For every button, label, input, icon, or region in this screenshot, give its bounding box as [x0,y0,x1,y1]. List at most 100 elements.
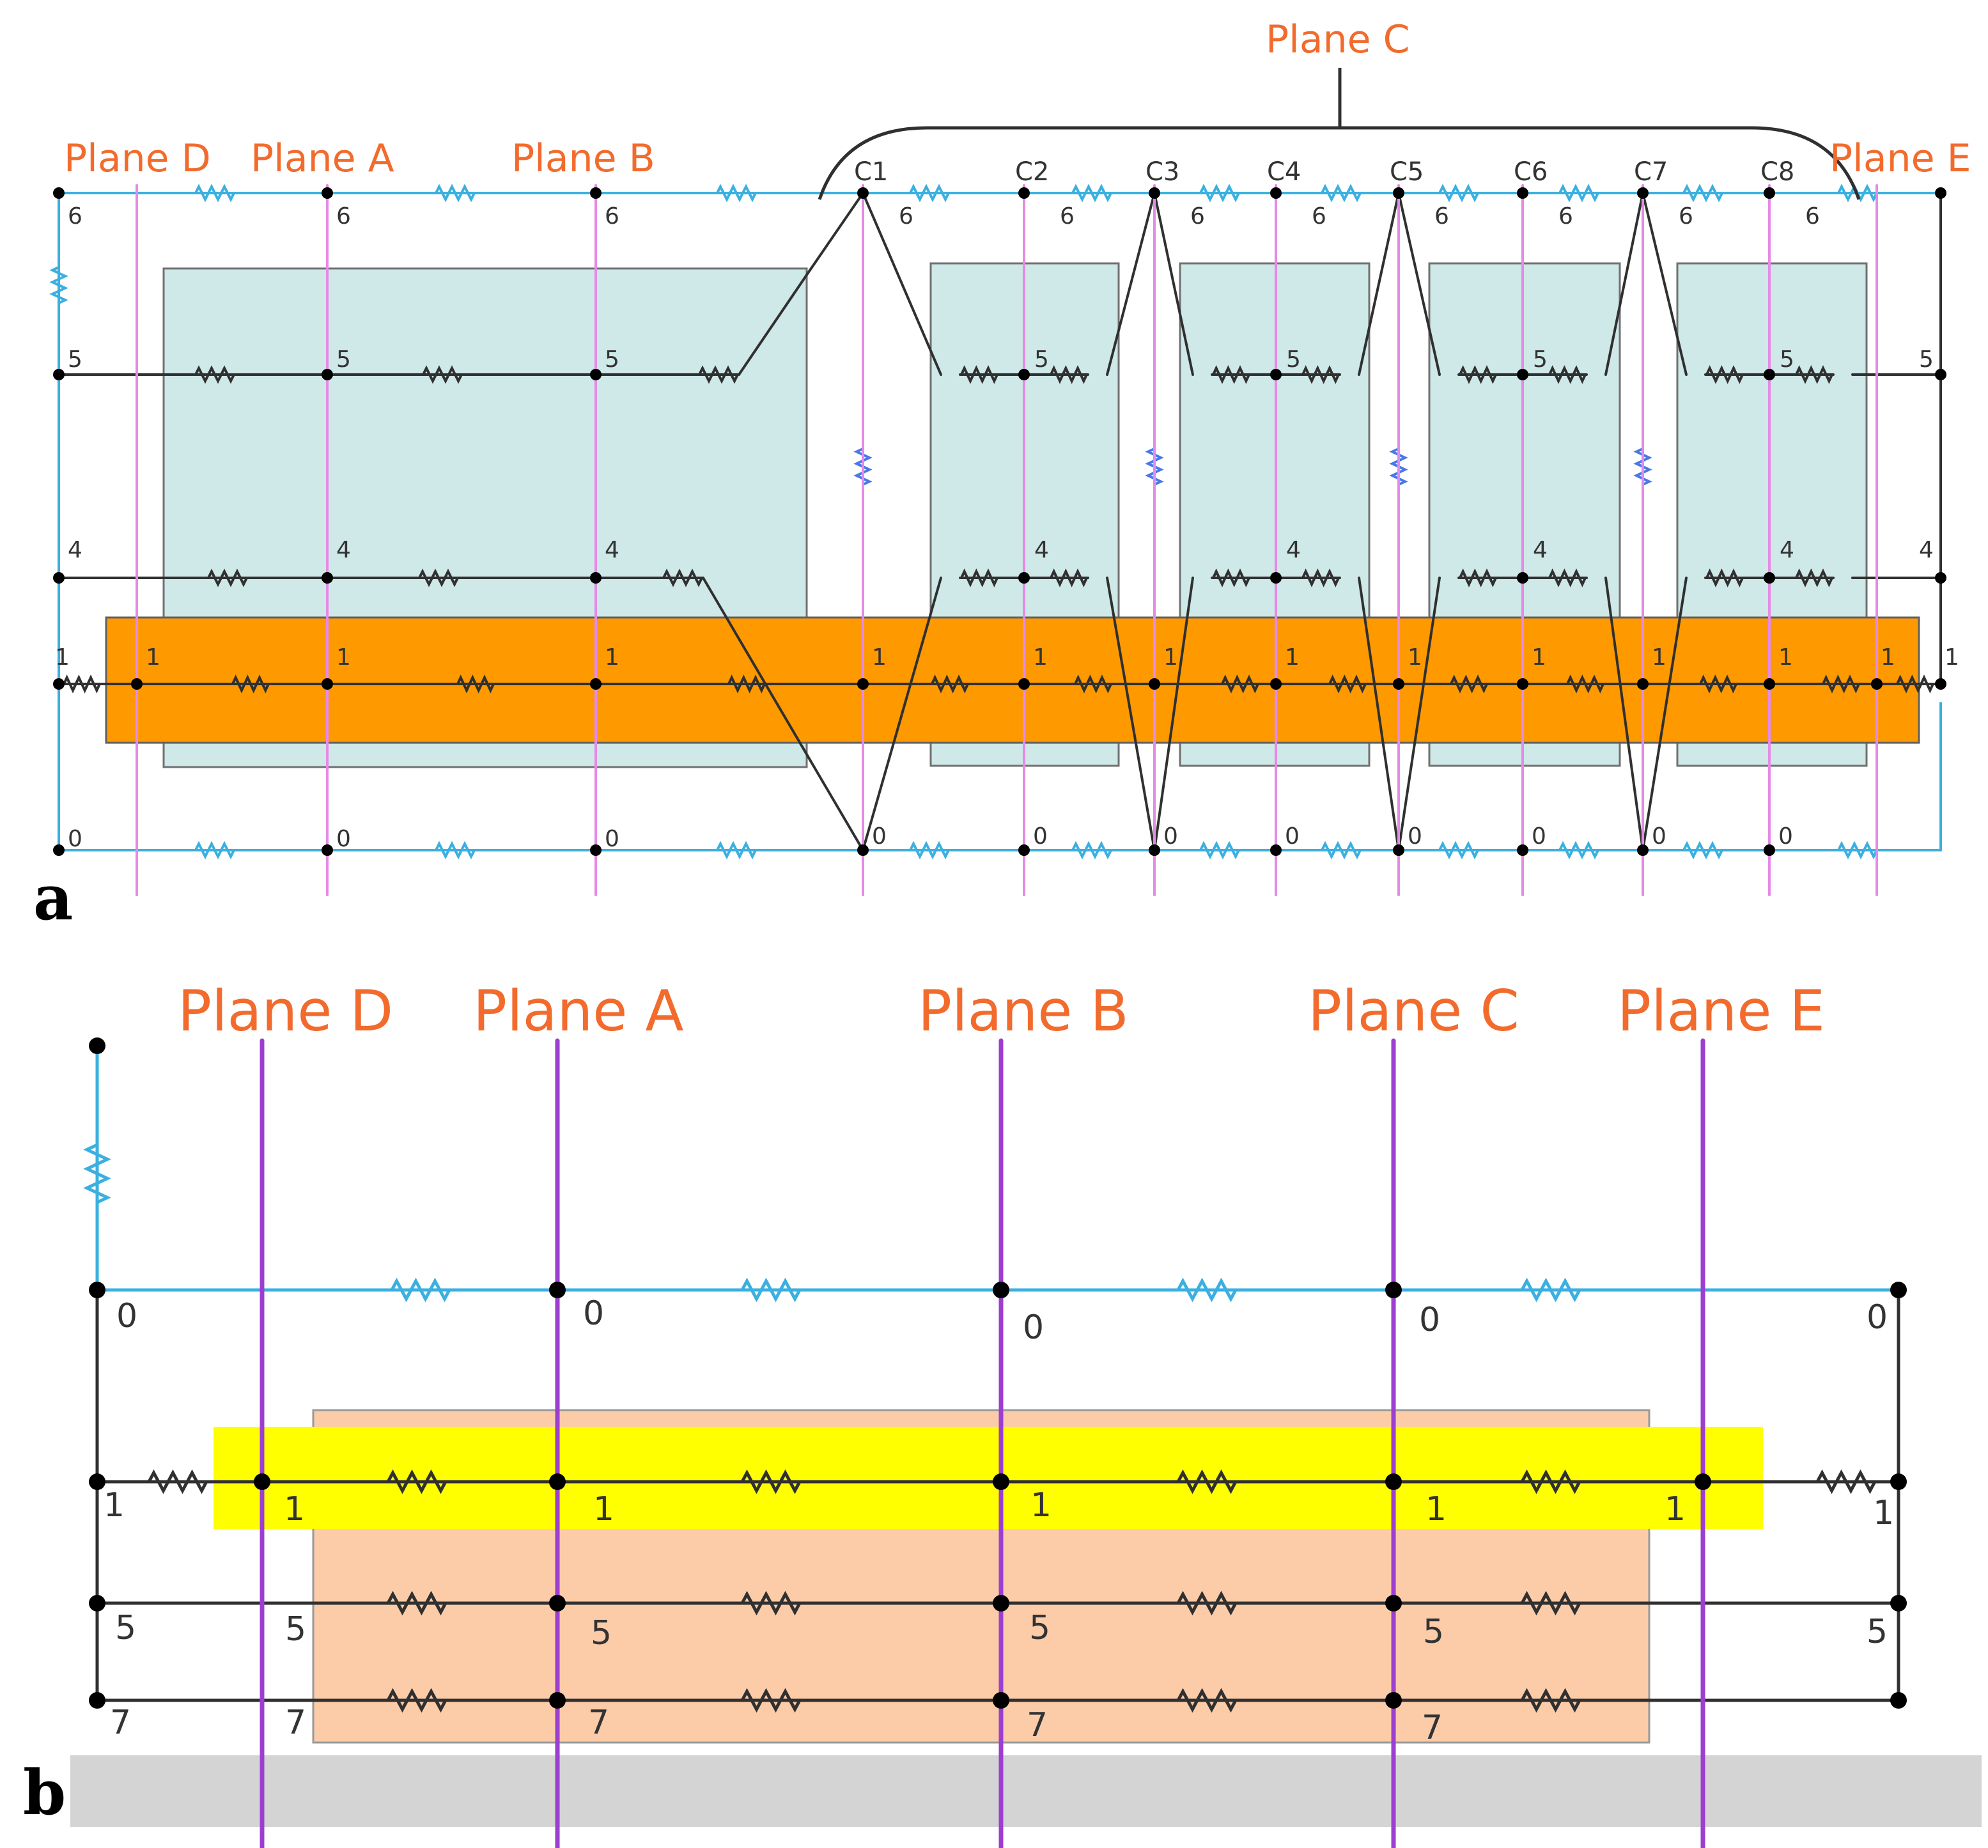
node-bottom-5 [1018,844,1030,856]
row1-resistor-12 [1822,674,1860,694]
node-row1-7 [1149,678,1160,690]
b-node-row1-1 [89,1473,105,1490]
node-top-4 [857,187,869,199]
b-row1-resistor-4 [1176,1469,1238,1495]
row5-resistor-2 [422,365,463,384]
plane-b-label-a: Plane B [511,136,655,181]
b-node-row5-1 [89,1595,105,1611]
label-4-right: 4 [1919,537,1934,563]
bottom-resistor-3 [716,841,757,860]
node-bottom-2 [322,844,333,856]
row1-resistor-4 [727,674,766,694]
fin3-row5-res-right [1548,365,1587,384]
label-0-c6: 0 [1532,823,1546,850]
b-node-row0-2 [549,1282,566,1298]
plane-a-label-b: Plane A [473,978,684,1044]
row1-resistor-5 [931,674,969,694]
fin-node-row5-3 [1517,369,1528,380]
label-1-5: 1 [1033,644,1048,671]
node-row5-right [1935,369,1946,380]
fin3-row4-res-right [1548,568,1587,587]
plane-b-label-b: Plane B [918,978,1129,1044]
top-resistor-8 [1438,183,1479,203]
label-1-12: 1 [1881,644,1895,671]
node-bottom-10 [1637,844,1649,856]
bottom-resistor-11 [1837,841,1878,860]
label-1-9: 1 [1532,644,1546,671]
label-1-3: 1 [605,644,619,671]
fin1-row5-diag-right [1106,192,1156,376]
b-label-1-6: 1 [1873,1494,1894,1532]
fin1-row5-res-left [960,365,998,384]
b-label-1-2: 1 [593,1490,614,1528]
fin4-row4-res-right [1795,568,1833,587]
label-6-c4: 6 [1312,203,1326,229]
b-label-1-5: 1 [1665,1490,1686,1528]
b-node-row5-2 [549,1595,566,1611]
node-top-1 [53,187,65,199]
b-row1-resistor-6 [1815,1469,1877,1495]
b-node-row1-4 [993,1473,1009,1490]
panel-a: Plane D Plane A Plane B Plane C Plane E … [33,17,1971,934]
left-vertical-resistor [49,266,68,304]
b-row5-resistor-2 [740,1590,802,1616]
top-resistor-1 [194,183,235,203]
fin1-row4-res-right [1050,568,1088,587]
label-0-c7: 0 [1652,823,1666,850]
plane-e-label-b: Plane E [1617,978,1825,1044]
b-row7-resistor-3 [1176,1688,1238,1713]
column-label-c4: C4 [1267,157,1301,187]
b-node-row7-5 [1890,1692,1907,1709]
b-node-row5-5 [1890,1595,1907,1611]
b-label-5-3: 5 [1029,1609,1050,1647]
fin4-row5-res-left [1705,365,1744,384]
node-row4-1 [53,572,65,584]
label-1-7: 1 [1285,644,1300,671]
row1-resistor-13 [1896,674,1934,694]
label-0-c1: 0 [872,823,887,850]
row1-resistor-11 [1699,674,1737,694]
node-bottom-3 [590,844,602,856]
b-label-0-2: 0 [1023,1308,1044,1347]
b-label-5-2: 5 [591,1614,612,1652]
b-row5-resistor-1 [386,1590,447,1616]
b-node-row1-3 [549,1473,566,1490]
plane-d-label-b: Plane D [178,978,393,1044]
node-row5-2 [322,369,333,380]
node-top-7 [1270,187,1282,199]
label-1-13: 1 [1945,644,1959,671]
label-4-1: 4 [336,537,351,563]
row1-resistor-10 [1566,674,1604,694]
substrate-base [70,1755,1982,1827]
fin4-row4-diag-left [1642,577,1688,851]
diag-row5-to-block-edge [738,274,808,376]
fin1-row4-diag-right [1106,577,1156,851]
node-row1-6 [1018,678,1030,690]
fin-label-5-3: 5 [1780,346,1794,373]
row4-resistor-3 [662,568,703,587]
bottom-resistor-9 [1558,841,1599,860]
b-label-1-4: 1 [1425,1490,1447,1528]
label-6-c5: 6 [1434,203,1449,229]
label-1-10: 1 [1652,644,1666,671]
label-5-1: 5 [336,346,351,373]
bottom-resistor-8 [1438,841,1479,860]
b-node-row7-2 [549,1692,566,1709]
b-label-5-1: 5 [285,1610,306,1649]
panel-a-nodes [53,187,1946,856]
node-row1-3 [322,678,333,690]
bottom-resistor-5 [1071,841,1112,860]
fin4-row5-diag-left [1642,192,1688,376]
plane-c-label-b: Plane C [1308,978,1519,1044]
node-top-11 [1764,187,1775,199]
label-6-2: 6 [605,203,619,229]
fin-label-5-0: 5 [1034,346,1049,373]
row1-resistor-1 [63,674,101,694]
node-row4-right [1935,572,1946,584]
b-row5-resistor-4 [1520,1590,1581,1616]
fin2-row4-res-right [1301,568,1340,587]
